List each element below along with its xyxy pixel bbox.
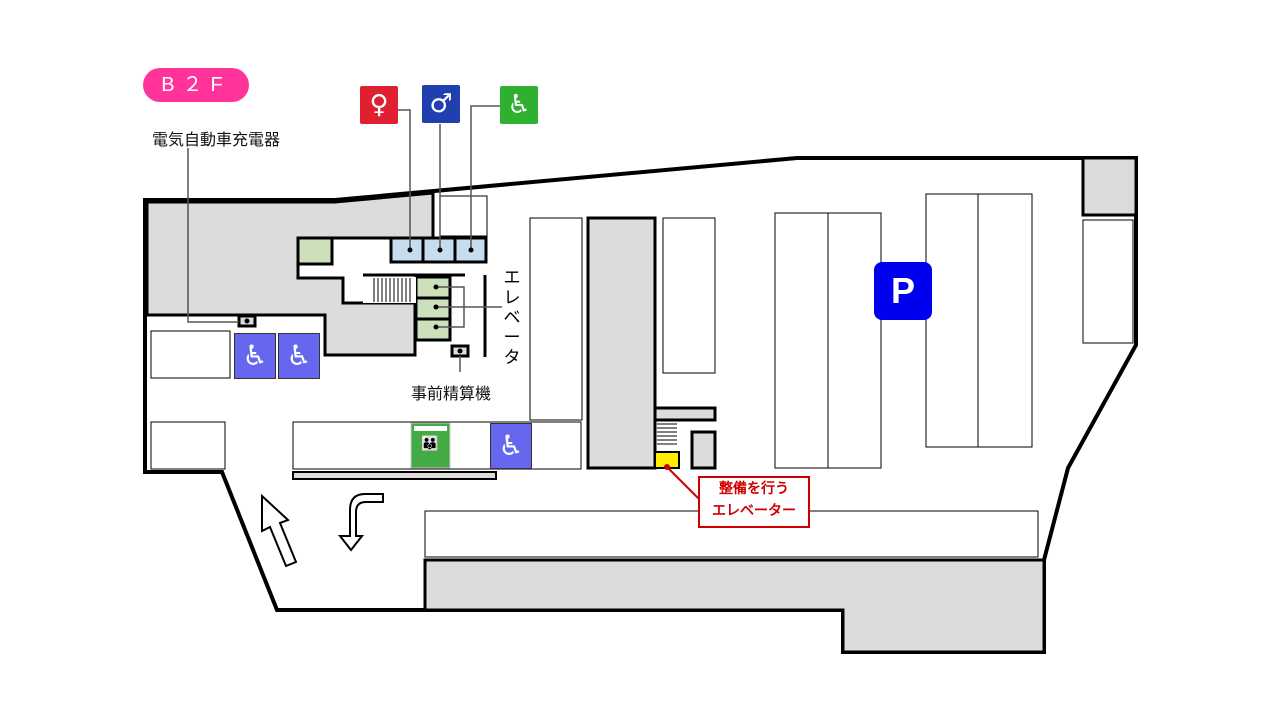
toilets bbox=[389, 236, 488, 264]
arrow-turn-icon bbox=[337, 493, 384, 552]
women-toilet-icon: ♀ bbox=[360, 86, 398, 124]
corner-block bbox=[1081, 156, 1138, 217]
callout-line bbox=[666, 466, 701, 501]
callout-line-1: 整備を行う bbox=[719, 481, 789, 497]
svg-text:👪: 👪 bbox=[421, 435, 438, 452]
accessible-parking-icon: ♿ bbox=[278, 333, 320, 379]
small-block bbox=[690, 430, 717, 470]
floor-badge: B２F bbox=[143, 68, 249, 102]
accessible-parking-icon: ♿ bbox=[490, 423, 532, 469]
accessible-toilet-icon: ♿ bbox=[500, 86, 538, 124]
callout-line-2: エレベーター bbox=[712, 503, 796, 519]
ev-charger-label: 電気自動車充電器 bbox=[152, 130, 281, 149]
room bbox=[296, 236, 334, 266]
parking-icon: P bbox=[874, 262, 932, 320]
accessible-parking-icon: ♿ bbox=[234, 333, 276, 379]
pillar bbox=[586, 216, 657, 470]
bottom-wall-area bbox=[423, 558, 1046, 654]
stairs bbox=[373, 278, 411, 302]
arrow-up-icon bbox=[261, 493, 298, 568]
curb bbox=[292, 471, 497, 480]
stairs-small bbox=[657, 423, 677, 445]
men-toilet-icon: ♂ bbox=[422, 85, 460, 123]
core-area bbox=[145, 191, 435, 357]
family-toilet-sign: 👪 bbox=[410, 422, 451, 469]
parking-stalls bbox=[150, 193, 1134, 558]
leader-lines bbox=[187, 105, 502, 372]
wall-bar bbox=[653, 406, 717, 422]
maintenance-elevator-callout: 整備を行う エレベーター bbox=[698, 476, 810, 528]
elevator-label: エレベータ bbox=[503, 268, 521, 368]
prepay-machine-label: 事前精算機 bbox=[411, 384, 492, 403]
